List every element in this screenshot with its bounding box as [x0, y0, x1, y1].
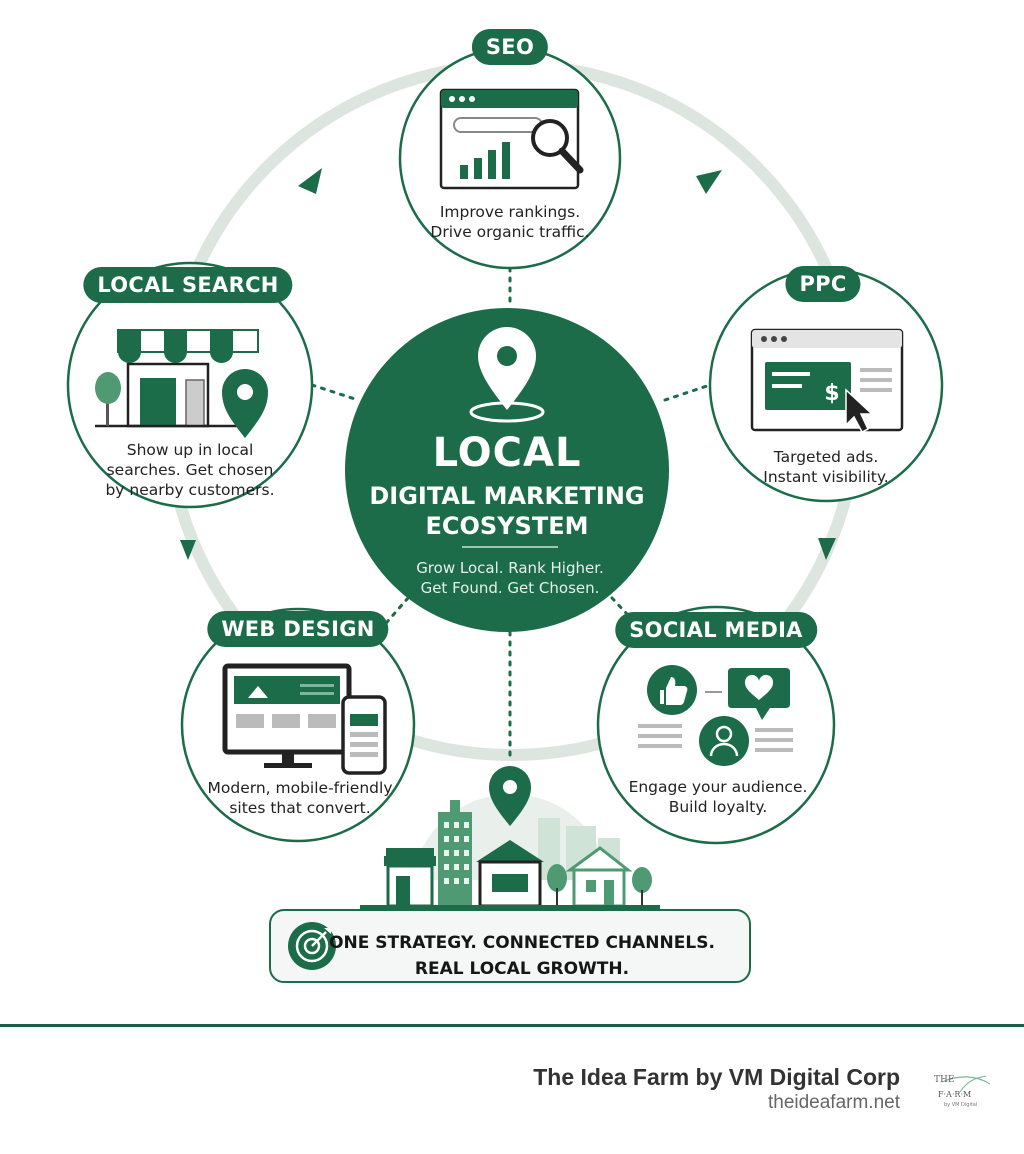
- hub-title-line: DIGITAL MARKETING: [369, 482, 645, 510]
- monitor-icon: [222, 663, 352, 768]
- ppc-label: PPC: [785, 266, 861, 302]
- web-design-label: WEB DESIGN: [207, 611, 389, 647]
- local-desc-line: searches. Get chosen: [106, 461, 274, 480]
- footer-brand: The Idea Farm by VM Digital Corp: [533, 1064, 900, 1090]
- banner-line: REAL LOCAL GROWTH.: [414, 959, 630, 980]
- hub-title: LOCAL DIGITAL MARKETING ECOSYSTEM: [342, 430, 672, 540]
- town-pin-icon: [489, 766, 531, 826]
- hub-tagline-line: Get Found. Get Chosen.: [420, 579, 600, 598]
- farm-logo: THE F·A·R·M by VM Digital: [934, 1075, 991, 1108]
- seo-label: SEO: [471, 29, 549, 65]
- storefront-icon: [95, 329, 259, 428]
- arrow-icon: [818, 538, 836, 560]
- seo-desc-line: Improve rankings.: [439, 203, 581, 221]
- logo-text-farm: F·A·R·M: [938, 1090, 971, 1099]
- banner-line: ONE STRATEGY. CONNECTED CHANNELS.: [329, 933, 715, 953]
- logo-text-by: by VM Digital: [944, 1102, 977, 1108]
- hub-tagline: Grow Local. Rank Higher. Get Found. Get …: [380, 558, 640, 599]
- magnifier-icon: [531, 119, 584, 174]
- seo-description: Improve rankings. Drive organic traffic.: [405, 202, 615, 242]
- local-desc-line: Show up in local: [126, 441, 254, 459]
- seo-browser-icon: [439, 88, 580, 190]
- target-icon: [288, 922, 336, 970]
- cursor-icon: [845, 388, 874, 433]
- social-media-description: Engage your audience. Build loyalty.: [613, 777, 823, 817]
- local-search-label: LOCAL SEARCH: [83, 267, 293, 303]
- town-illustration: [360, 766, 660, 909]
- hub-title-line: ECOSYSTEM: [425, 512, 589, 540]
- logo-text-the: THE: [934, 1075, 954, 1085]
- seo-desc-line: Drive organic traffic.: [430, 223, 590, 242]
- social-icons: [638, 665, 793, 766]
- local-search-description: Show up in local searches. Get chosen by…: [85, 440, 295, 500]
- ppc-desc-line: Targeted ads.: [773, 448, 879, 466]
- arrow-icon: [180, 540, 196, 560]
- ad-dollar-text: $: [824, 381, 839, 406]
- hub-title-line: LOCAL: [432, 430, 582, 476]
- arrow-icon: [696, 170, 722, 194]
- map-pin-icon: [222, 369, 268, 438]
- strategy-banner: [269, 909, 751, 983]
- web-desc-line: sites that convert.: [229, 799, 371, 818]
- web-design-description: Modern, mobile-friendly sites that conve…: [195, 778, 405, 818]
- footer-divider: [0, 1024, 1024, 1027]
- arrow-icon: [298, 168, 322, 194]
- social-desc-line: Build loyalty.: [668, 798, 768, 817]
- hub-circle: [345, 308, 669, 632]
- ppc-browser-icon: [750, 328, 904, 432]
- ppc-description: Targeted ads. Instant visibility.: [721, 447, 931, 487]
- local-desc-line: by nearby customers.: [105, 481, 275, 500]
- ppc-desc-line: Instant visibility.: [763, 468, 889, 487]
- social-desc-line: Engage your audience.: [628, 778, 808, 796]
- hub-tagline-line: Grow Local. Rank Higher.: [416, 559, 604, 577]
- location-pin-icon: [469, 327, 545, 423]
- social-media-label: SOCIAL MEDIA: [615, 612, 817, 648]
- flow-arrows: [180, 168, 836, 560]
- banner-text: ONE STRATEGY. CONNECTED CHANNELS. REAL L…: [329, 930, 715, 983]
- web-desc-line: Modern, mobile-friendly: [207, 779, 393, 797]
- tree-icon: [95, 372, 121, 426]
- phone-icon: [341, 695, 387, 775]
- footer-url[interactable]: theideafarm.net: [767, 1092, 900, 1113]
